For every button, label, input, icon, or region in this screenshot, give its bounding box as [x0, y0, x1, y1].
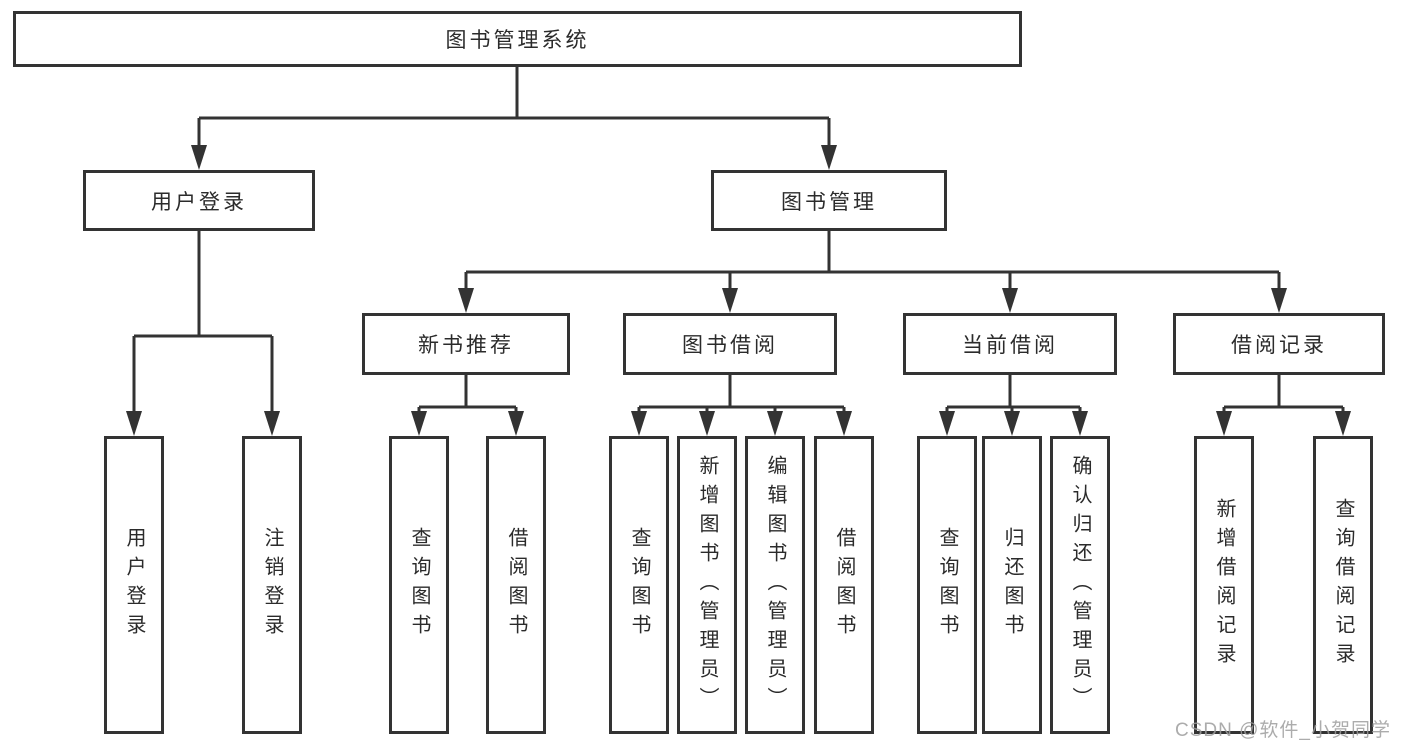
csdn-watermark: CSDN @软件_小贺同学	[1175, 720, 1391, 741]
arrowhead	[411, 411, 427, 436]
node-current-borrow: 当前借阅	[903, 313, 1117, 375]
arrowhead	[1072, 411, 1088, 436]
node-user-login: 用户登录	[83, 170, 315, 231]
arrowhead	[508, 411, 524, 436]
node-book-borrow: 图书借阅	[623, 313, 837, 375]
arrowhead	[821, 145, 837, 170]
connector-root-split	[197, 67, 831, 148]
arrowhead	[767, 411, 783, 436]
connector-current-borrow-split	[945, 375, 1082, 414]
node-book-management: 图书管理	[711, 170, 947, 231]
leaf-user-login: 用户登录	[104, 436, 164, 734]
leaf-current-query-books: 查询图书	[917, 436, 977, 734]
arrowhead	[1271, 288, 1287, 313]
arrowhead	[1004, 411, 1020, 436]
leaf-borrow-edit-books-admin: 编辑图书（管理员）	[745, 436, 805, 734]
arrowhead	[631, 411, 647, 436]
leaf-records-query-record: 查询借阅记录	[1313, 436, 1373, 734]
arrowhead	[699, 411, 715, 436]
arrowhead	[264, 411, 280, 436]
arrowhead	[1002, 288, 1018, 313]
leaf-borrow-query-books: 查询图书	[609, 436, 669, 734]
leaf-borrow-add-books-admin: 新增图书（管理员）	[677, 436, 737, 734]
arrowhead	[458, 288, 474, 313]
arrowhead	[1216, 411, 1232, 436]
connector-new-book-split	[417, 375, 518, 414]
connector-book-management-split	[464, 231, 1281, 291]
arrowhead	[191, 145, 207, 170]
connector-user-login-split	[132, 231, 274, 412]
arrowhead	[1335, 411, 1351, 436]
arrowhead	[939, 411, 955, 436]
arrowhead	[836, 411, 852, 436]
leaf-records-add-record: 新增借阅记录	[1194, 436, 1254, 734]
connector-borrow-records-split	[1222, 375, 1345, 414]
connector-book-borrow-split	[637, 375, 846, 414]
leaf-current-confirm-return-admin: 确认归还（管理员）	[1050, 436, 1110, 734]
leaf-borrow-borrow-books: 借阅图书	[814, 436, 874, 734]
leaf-current-return-books: 归还图书	[982, 436, 1042, 734]
arrowhead	[126, 411, 142, 436]
node-new-book-recommend: 新书推荐	[362, 313, 570, 375]
node-borrow-records: 借阅记录	[1173, 313, 1385, 375]
arrowhead	[722, 288, 738, 313]
leaf-logout: 注销登录	[242, 436, 302, 734]
node-root-library-system: 图书管理系统	[13, 11, 1022, 67]
leaf-recommend-borrow-books: 借阅图书	[486, 436, 546, 734]
leaf-recommend-query-books: 查询图书	[389, 436, 449, 734]
